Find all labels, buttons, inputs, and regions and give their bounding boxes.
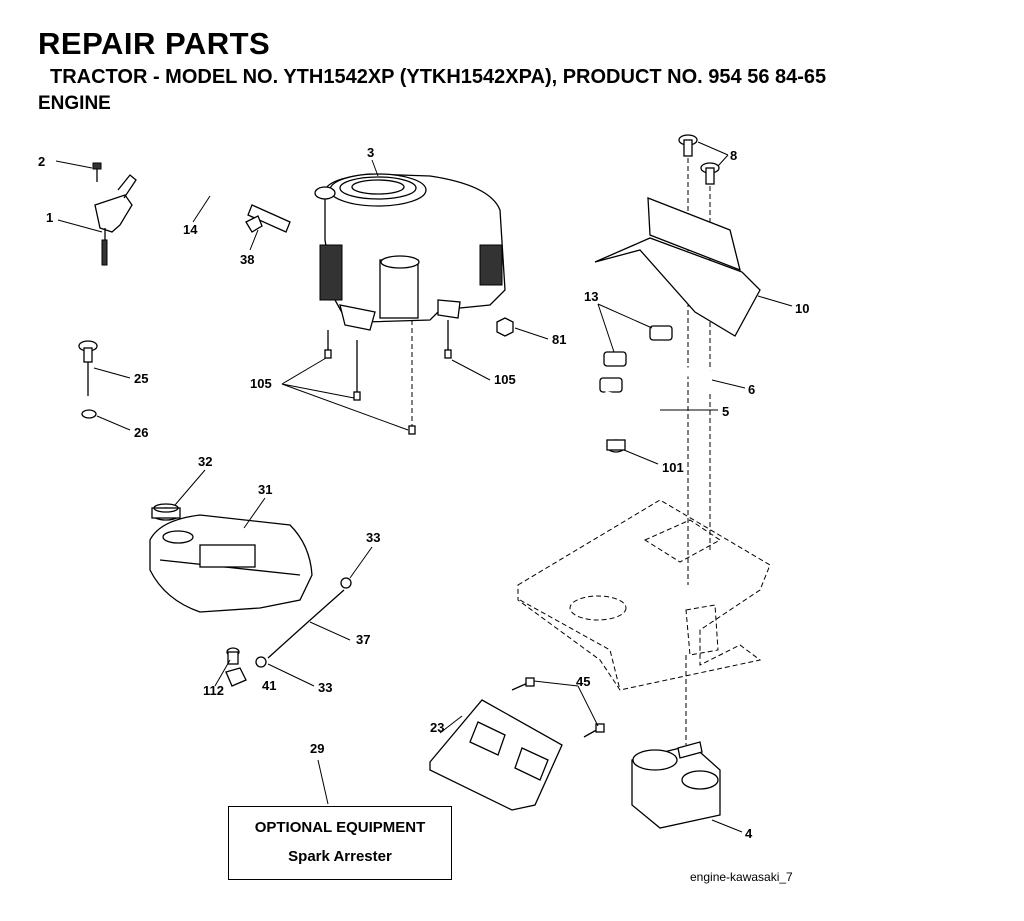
fitting-41-part — [225, 667, 247, 687]
screw-45-part — [511, 677, 605, 738]
callout-112: 112 — [203, 683, 224, 698]
callout-6: 6 — [748, 382, 755, 397]
callout-2: 2 — [38, 154, 45, 169]
nut-101-part — [606, 439, 626, 453]
nut-81-part — [496, 317, 514, 337]
callout-13: 13 — [584, 289, 598, 304]
clamp-33-part — [255, 577, 352, 668]
callout-31: 31 — [258, 482, 272, 497]
model-subtitle: TRACTOR - MODEL NO. YTH1542XP (YTKH1542X… — [50, 66, 827, 88]
optional-equipment-box: OPTIONAL EQUIPMENT Spark Arrester — [228, 806, 452, 880]
callout-26: 26 — [134, 425, 148, 440]
page-title: REPAIR PARTS — [38, 26, 271, 61]
callout-14: 14 — [183, 222, 198, 237]
heat-shield-part — [594, 197, 761, 337]
screw-2-part — [92, 162, 102, 182]
callout-81: 81 — [552, 332, 566, 347]
callout-5: 5 — [722, 404, 729, 419]
gasket-13-part — [599, 325, 673, 393]
o-ring-part — [81, 409, 97, 419]
callout-38: 38 — [240, 252, 254, 267]
callout-41: 41 — [262, 678, 276, 693]
fuel-tank-part — [149, 514, 313, 613]
dipstick-part — [78, 340, 98, 396]
callout-32: 32 — [198, 454, 212, 469]
callout-10: 10 — [795, 301, 809, 316]
fuel-line-part — [267, 589, 345, 659]
muffler-part — [631, 741, 721, 829]
section-title: ENGINE — [38, 93, 111, 114]
callout-29: 29 — [310, 741, 324, 756]
callout-37: 37 — [356, 632, 370, 647]
figure-id: engine-kawasaki_7 — [690, 870, 793, 884]
throttle-bracket-part — [94, 174, 137, 266]
bolt-8-part — [678, 134, 720, 585]
callout-25: 25 — [134, 371, 148, 386]
exhaust-pipe-5-part — [604, 390, 659, 423]
fuel-cap-part — [151, 503, 181, 521]
spark-arrester-plate-part — [429, 699, 563, 811]
spark-arrester-label: Spark Arrester — [288, 848, 392, 865]
grommet-112-part — [226, 647, 240, 665]
fuel-hose-part — [159, 175, 291, 233]
exhaust-pipe-6-part — [654, 348, 713, 393]
callout-8: 8 — [730, 148, 737, 163]
callout-1: 1 — [46, 210, 53, 225]
engine-part — [314, 173, 506, 331]
optional-equipment-heading: OPTIONAL EQUIPMENT — [254, 819, 426, 836]
bolt-105-part — [324, 320, 452, 435]
callout-105-right: 105 — [494, 372, 516, 387]
callout-45: 45 — [576, 674, 590, 689]
callout-33-top: 33 — [366, 530, 380, 545]
tractor-frame-part — [517, 499, 771, 745]
callout-4: 4 — [745, 826, 753, 841]
callout-23: 23 — [430, 720, 444, 735]
callout-101: 101 — [662, 460, 684, 475]
callout-105-left: 105 — [250, 376, 272, 391]
callout-3: 3 — [367, 145, 374, 160]
callout-33-bottom: 33 — [318, 680, 332, 695]
